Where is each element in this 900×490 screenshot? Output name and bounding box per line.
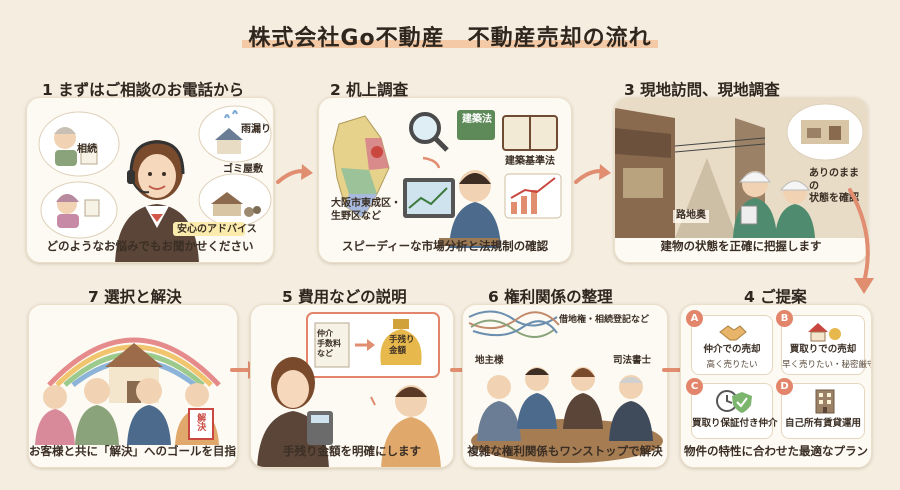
step-2-card: 建築法 建築基準法 大阪市東成区・ 生野区など スピーディーな市場分析と法規制の… xyxy=(318,97,572,263)
site-visit-illustration xyxy=(615,98,867,262)
label-garbage-house: ゴミ屋敷 xyxy=(223,164,263,175)
proposal-b-sub: 早く売りたい・秘密厳守 xyxy=(782,360,872,370)
step-1-card: 相続 雨漏り ゴミ屋敷 安心のアドバイス どのようなお悩みでもお聞かせください xyxy=(26,97,274,263)
step-6-caption: 複雑な権利関係もワンストップで解決 xyxy=(467,444,663,458)
label-advice: 安心のアドバイス xyxy=(177,224,257,235)
page-title: 株式会社Go不動産 不動産売却の流れ xyxy=(242,20,658,52)
step-7-title: 7 選択と解決 xyxy=(88,288,182,306)
step-2-title: 2 机上調査 xyxy=(330,81,409,99)
proposal-c[interactable]: C 買取り保証付き仲介 xyxy=(686,378,778,439)
proposal-b-badge: B xyxy=(776,310,793,327)
page-title-wrap: 株式会社Go不動産 不動産売却の流れ xyxy=(0,10,900,62)
desk-research-illustration xyxy=(332,110,562,248)
rights-arrangement-illustration xyxy=(468,310,663,463)
step-5-card: 仲介 手数料 など 手残り 金額 手残り金額を明確にします xyxy=(250,304,454,468)
step-1-title: 1 まずはご相談のお電話から xyxy=(42,81,245,99)
step-5-title: 5 費用などの説明 xyxy=(282,288,407,306)
arrow-down-icon xyxy=(848,188,874,294)
clock-shield-icon xyxy=(716,390,752,413)
phone-consultation-illustration xyxy=(38,105,272,262)
label-leasehold-registration: 借地権・相続登記など xyxy=(559,315,650,325)
label-check-condition: ありのままの 状態を確認 xyxy=(809,168,859,204)
label-building-law-book: 建築法 xyxy=(462,114,492,125)
label-judicial-scrivener: 司法書士 xyxy=(613,355,652,366)
step-7-caption: お客様と共に「解決」へのゴールを目指します xyxy=(29,444,237,458)
proposal-a-sub: 高く売りたい xyxy=(706,360,758,370)
cost-explanation-illustration xyxy=(257,312,441,467)
step-5-caption: 手残り金額を明確にします xyxy=(283,444,421,458)
proposal-b-label: 買取りでの売却 xyxy=(789,344,857,355)
arrow-right-icon xyxy=(276,164,313,184)
proposal-a[interactable]: A 仲介での売却 高く売りたい xyxy=(686,310,773,375)
proposal-c-badge: C xyxy=(686,378,703,395)
label-fees: 仲介 手数料 など xyxy=(317,329,341,358)
label-roof-leak: 雨漏り xyxy=(241,124,271,135)
arrow-right-icon xyxy=(574,164,611,184)
step-3-title: 3 現地訪問、現地調査 xyxy=(624,81,780,99)
step-2-caption: スピーディーな市場分析と法規制の確認 xyxy=(341,239,549,253)
step-1-caption: どのようなお悩みでもお聞かせください xyxy=(46,239,254,253)
proposal-d-label: 自己所有賃貸運用 xyxy=(784,418,861,429)
label-building-standards: 建築基準法 xyxy=(505,156,555,167)
step-6-card: 借地権・相続登記など 地主様 司法書士 複雑な権利関係もワンストップで解決 xyxy=(462,304,668,468)
building-icon xyxy=(815,389,835,414)
proposal-a-badge: A xyxy=(686,310,703,327)
proposal-d-badge: D xyxy=(776,378,793,395)
label-landowner: 地主様 xyxy=(475,355,504,366)
label-area: 大阪市東成区・ 生野区など xyxy=(331,198,401,222)
resolution-illustration xyxy=(35,337,221,445)
step-3-card: 路地奥 ありのままの 状態を確認 建物の状態を正確に把握します xyxy=(614,97,868,263)
step-6-title: 6 権利関係の整理 xyxy=(488,288,613,306)
step-7-card: 解決 お客様と共に「解決」へのゴールを目指します xyxy=(28,304,238,468)
label-resolution-sign: 解決 xyxy=(195,413,206,431)
proposal-a-label: 仲介での売却 xyxy=(703,344,761,355)
proposal-b[interactable]: B 買取りでの売却 早く売りたい・秘密厳守 xyxy=(776,310,872,375)
step-4-card: A 仲介での売却 高く売りたい B 買取りでの売却 早く売りたい・秘密厳守 C … xyxy=(680,304,872,468)
step-4-caption: 物件の特性に合わせた最適なプラン xyxy=(684,444,868,458)
proposal-d[interactable]: D 自己所有賃貸運用 xyxy=(776,378,865,439)
handshake-icon xyxy=(719,325,747,341)
label-inheritance: 相続 xyxy=(77,144,97,155)
proposal-c-label: 買取り保証付き仲介 xyxy=(692,418,778,429)
step-4-title: 4 ご提案 xyxy=(744,288,807,306)
house-money-icon xyxy=(808,323,841,342)
label-back-alley: 路地奥 xyxy=(673,210,709,223)
step-3-caption: 建物の状態を正確に把握します xyxy=(660,239,822,253)
label-net-proceeds: 手残り 金額 xyxy=(389,335,415,356)
